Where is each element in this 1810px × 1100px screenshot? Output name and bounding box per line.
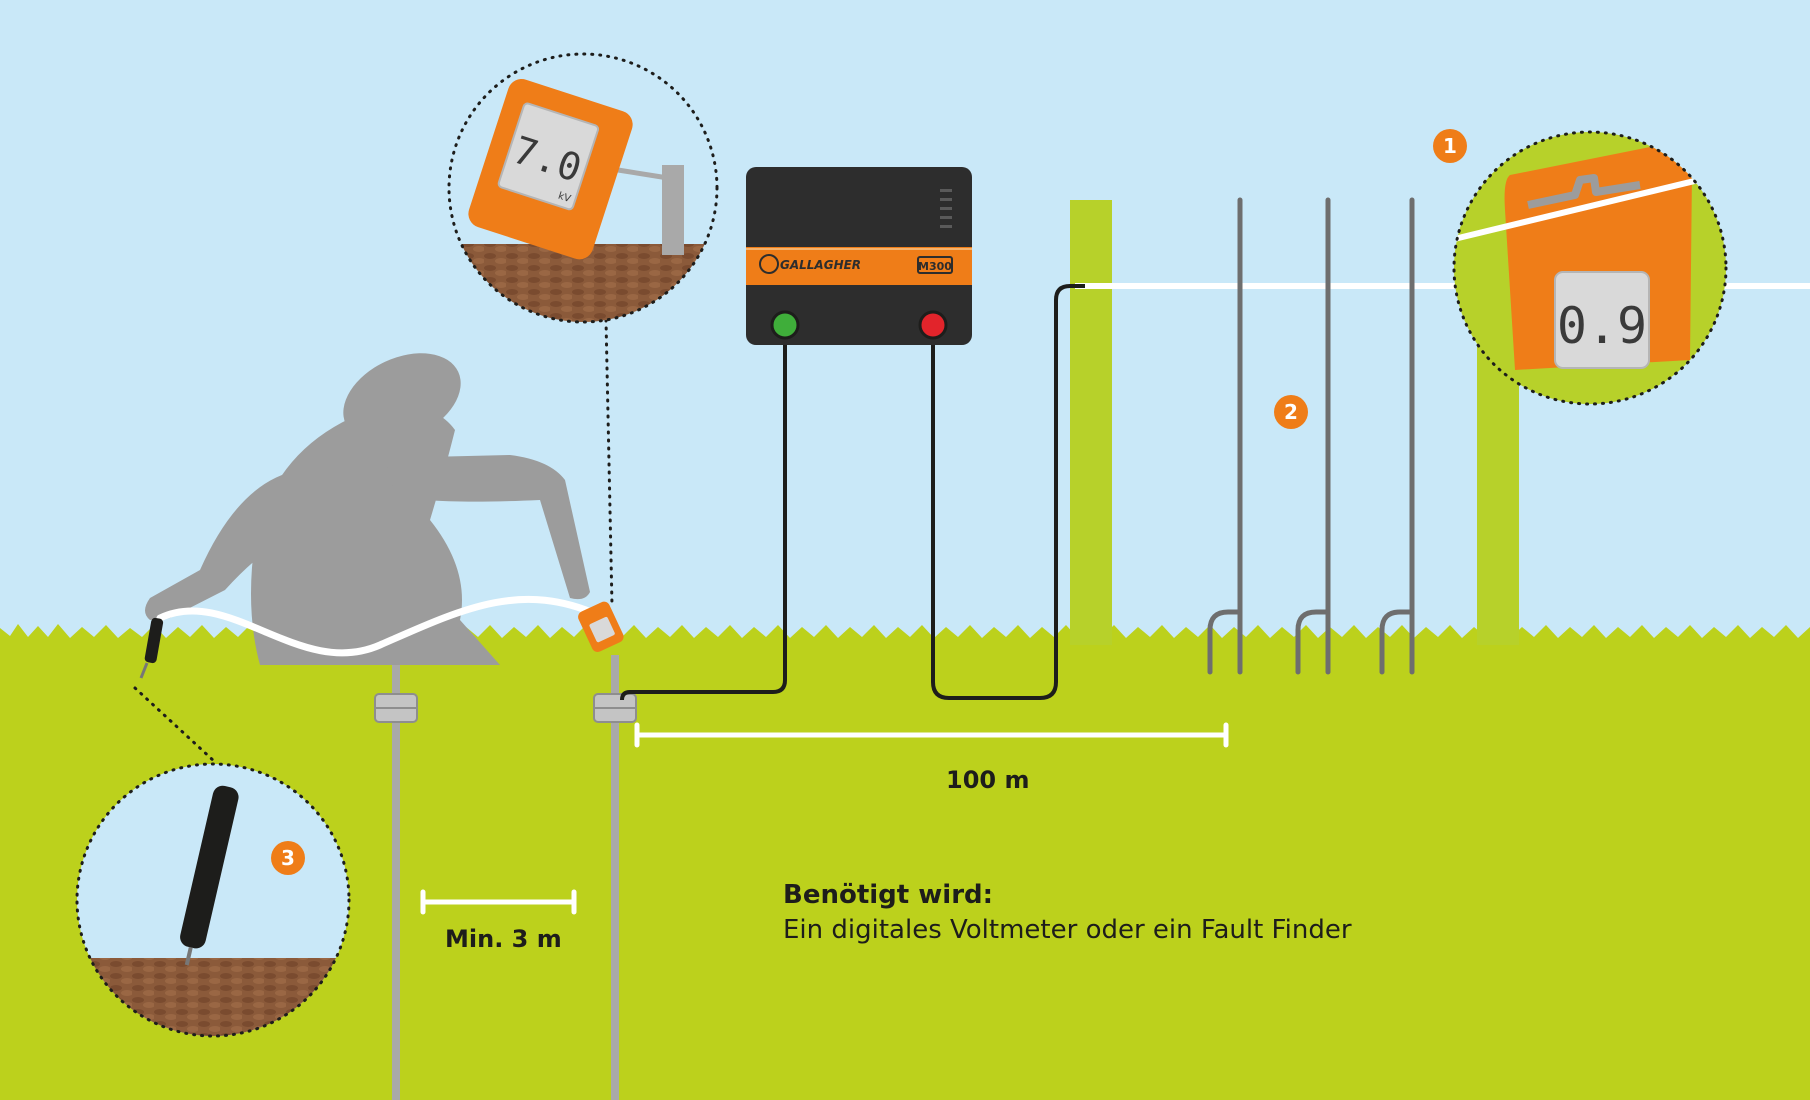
- dimension-100m: [634, 722, 1229, 748]
- energizer: GALLAGHER M300: [746, 167, 972, 345]
- distance-label-100m: 100 m: [946, 766, 1030, 794]
- callout-top-unit: kV: [557, 191, 573, 205]
- handheld-tester: [578, 601, 624, 652]
- fence-lead-cable: [931, 284, 1085, 700]
- grass-ground: [0, 624, 1810, 1100]
- fence-terminal: [918, 310, 948, 340]
- callout-circle-top: 7.0 kV: [447, 52, 719, 324]
- earth-rod-1: [374, 655, 418, 1100]
- badge-1: 1: [1433, 129, 1467, 163]
- callout-circle-1: 0.9: [1452, 130, 1728, 406]
- distance-label-min-3m: Min. 3 m: [445, 925, 562, 953]
- pigtail-posts: [1207, 197, 1415, 675]
- requirement-text: Ein digitales Voltmeter oder ein Fault F…: [783, 915, 1352, 945]
- person-silhouette: [145, 353, 590, 665]
- dimension-min-3m: [420, 889, 577, 915]
- energizer-brand: GALLAGHER: [780, 258, 861, 272]
- badge-3: 3: [271, 841, 305, 875]
- requirement-title: Benötigt wird:: [783, 880, 994, 910]
- earth-terminal: [770, 310, 800, 340]
- ground-probe: [139, 617, 164, 679]
- badge-2: 2: [1274, 395, 1308, 429]
- fence-post-left: [1070, 200, 1112, 645]
- callout-1-reading: 0.9: [1557, 297, 1647, 355]
- test-lead: [156, 595, 602, 657]
- energizer-model: M300: [918, 260, 952, 273]
- callout-leaders: [133, 318, 614, 764]
- earth-cable: [620, 325, 787, 701]
- earth-rod-2: [593, 655, 637, 1100]
